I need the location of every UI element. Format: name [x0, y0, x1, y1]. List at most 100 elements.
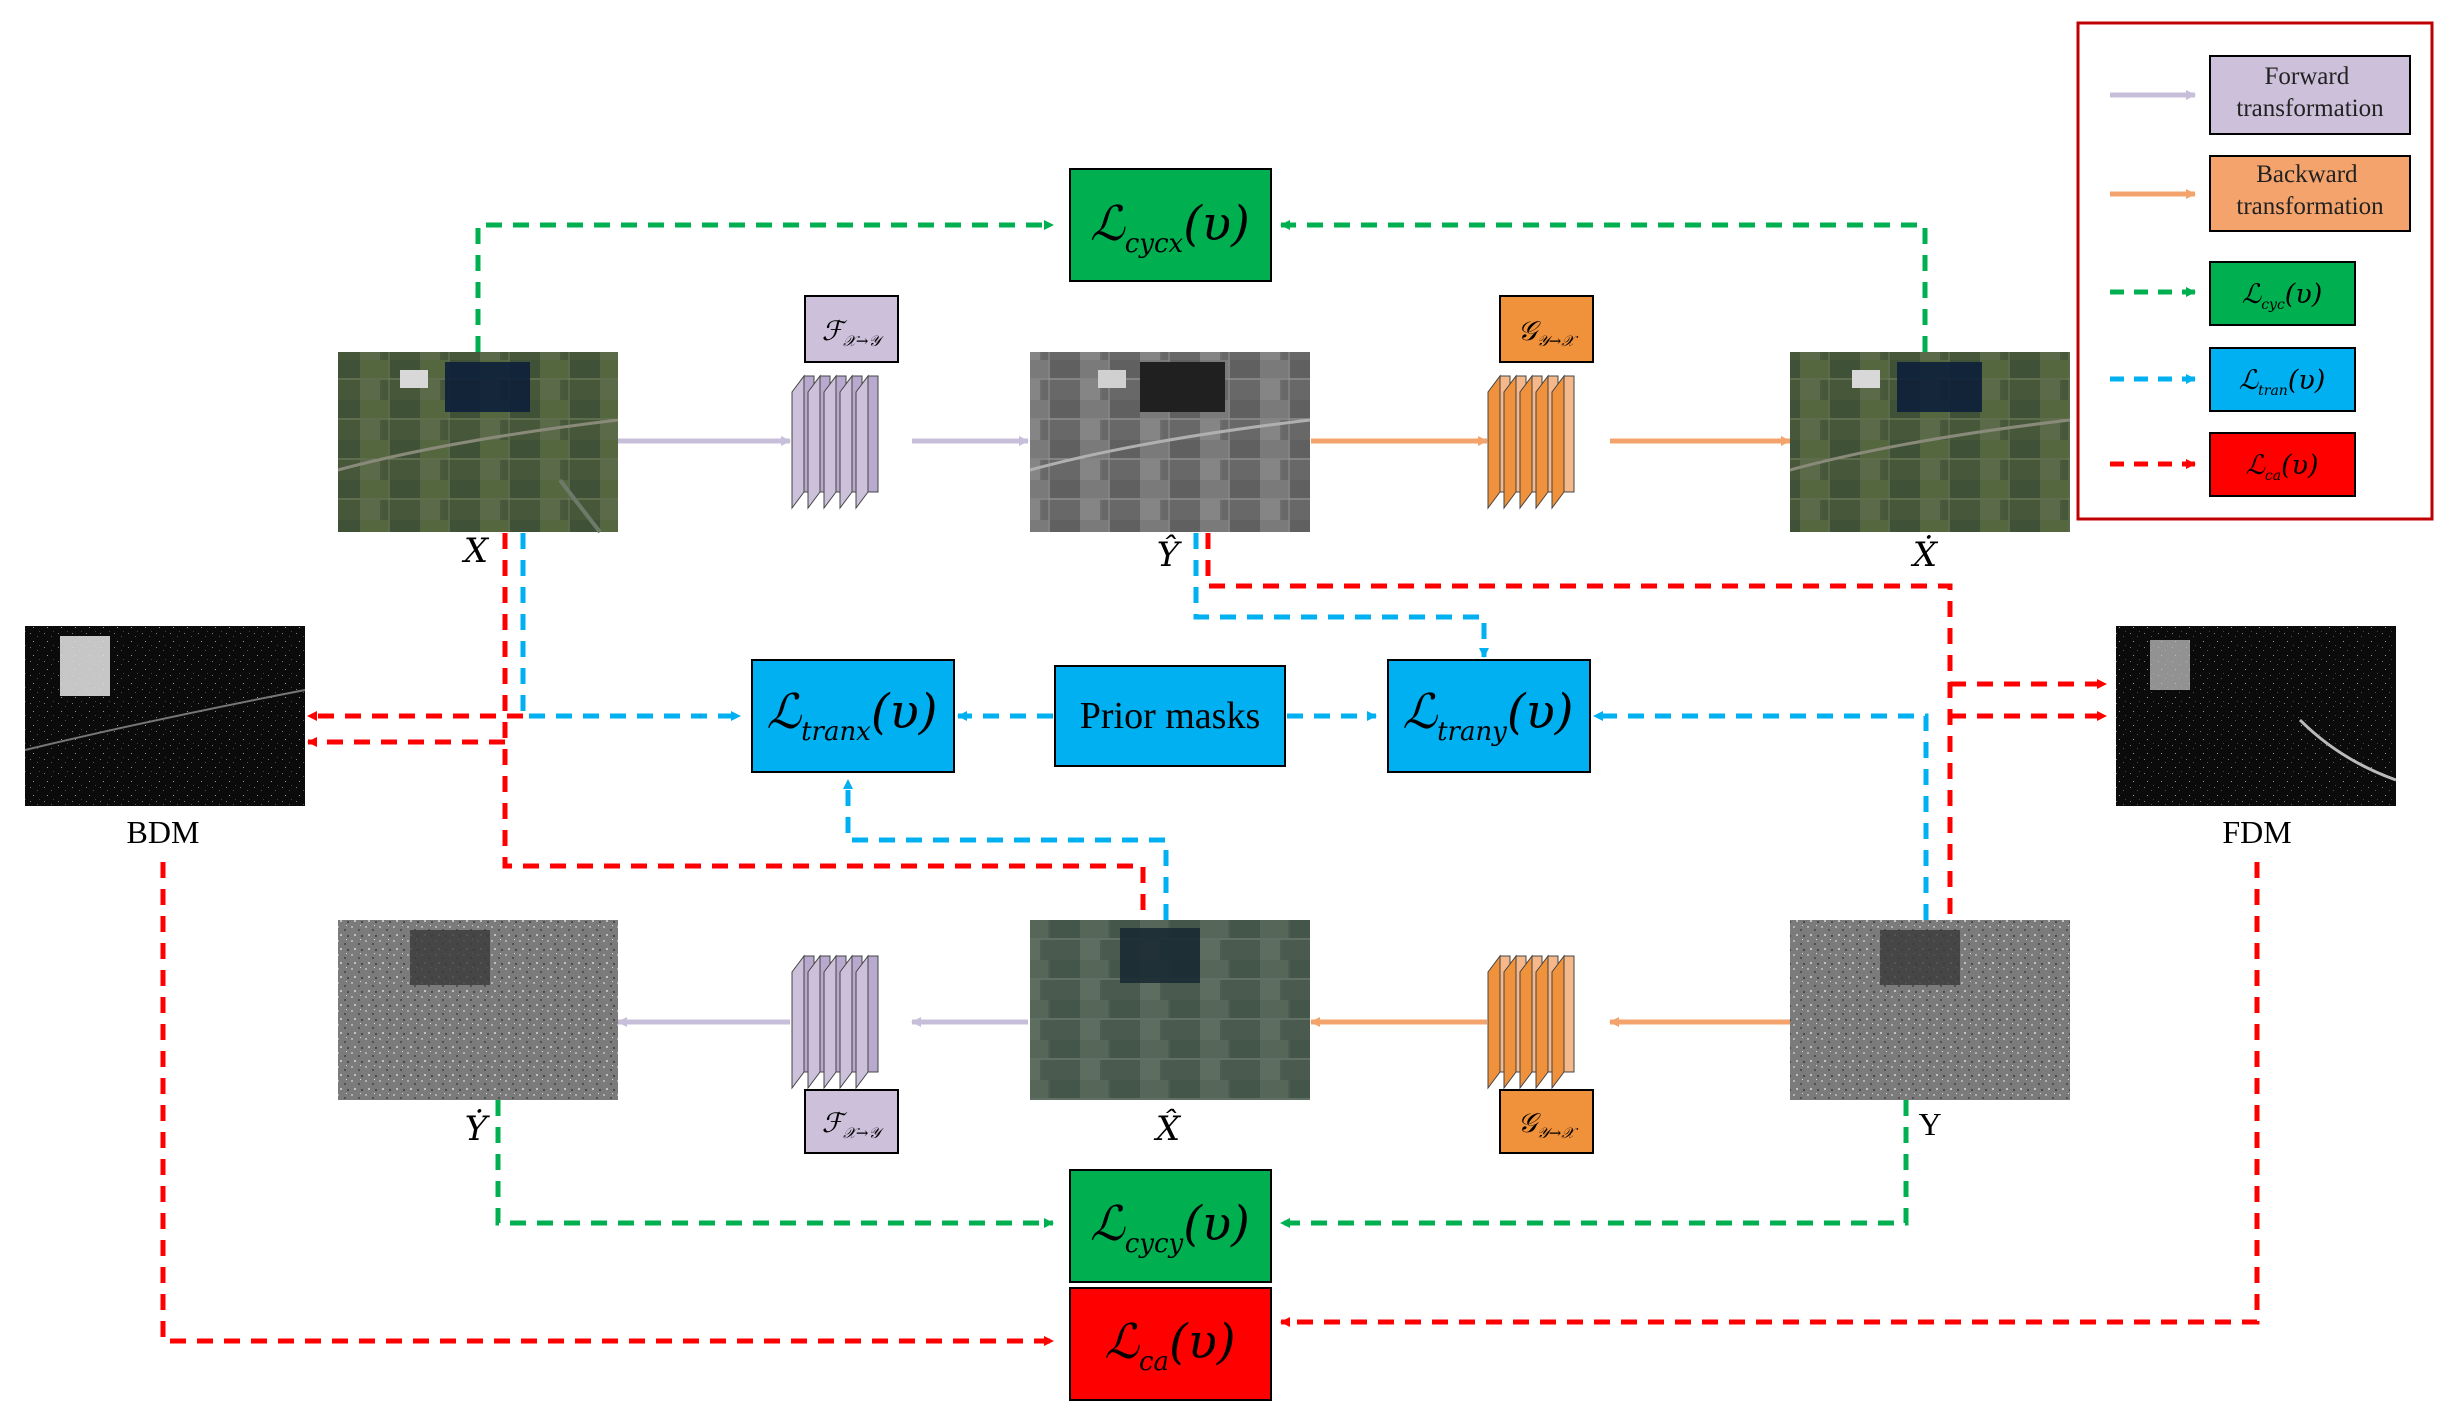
image-labels-upright: BDM FDM Y: [127, 814, 2292, 1142]
G-label-bottom: 𝒢𝒴→𝒳: [1518, 1108, 1579, 1142]
image-labels: X Ŷ Ẋ Ẏ X̂: [461, 531, 1939, 1149]
loss-cycx-base: ℒ: [1090, 196, 1126, 252]
trany-connector-from-y: [1593, 711, 1929, 920]
legend-tran-label: ℒtran(υ): [2239, 365, 2326, 399]
legend-cyc-box: [2209, 261, 2356, 326]
loss-ca-arg: (υ): [1169, 1314, 1236, 1370]
G-sub-bottom: 𝒴→𝒳: [1537, 1124, 1578, 1142]
network-layer: [855, 374, 879, 510]
legend-backward-line1: Backward: [2256, 161, 2358, 188]
loss-ca: ℒca(υ): [1069, 1287, 1272, 1401]
legend-forward-label: Forward transformation: [2236, 63, 2384, 122]
legend-cyc-base: ℒ: [2242, 279, 2262, 310]
image-Y-dot: [338, 920, 618, 1100]
backward-network-top: [1487, 374, 1575, 510]
legend-cyc-label: ℒcyc(υ): [2242, 279, 2323, 313]
prior-masks-label: Prior masks: [1080, 695, 1261, 737]
network-layer: [1551, 954, 1575, 1090]
image-X: [337, 352, 619, 534]
legend-tran-arg: (υ): [2288, 365, 2325, 396]
legend-ca-label: ℒca(υ): [2245, 450, 2318, 484]
cycy-connector-left: [495, 1100, 1054, 1228]
G-label-box-bottom: [1499, 1089, 1594, 1154]
image-X-hat: [1030, 920, 1310, 1100]
G-sub-top: 𝒴→𝒳: [1537, 332, 1578, 350]
svg-text:ℒcycx(υ): ℒcycx(υ): [1090, 196, 1250, 259]
legend-ca-arg: (υ): [2281, 450, 2318, 481]
network-layer: [855, 954, 879, 1090]
loss-tranx: ℒtranx(υ): [751, 659, 955, 773]
F-sub-bottom: 𝒳→𝒴: [843, 1124, 884, 1142]
prior-masks: Prior masks: [1054, 665, 1286, 767]
network-layer: [1551, 374, 1575, 510]
loss-ca-base: ℒ: [1104, 1314, 1140, 1370]
label-Y-hat: Ŷ: [1157, 534, 1183, 575]
loss-tranx-base: ℒ: [766, 684, 802, 740]
ca-connector-fdm-to-ca: [1280, 862, 2260, 1327]
legend-backward-line2: transformation: [2236, 193, 2384, 220]
loss-trany-base: ℒ: [1402, 684, 1438, 740]
svg-text:ℒcycy(υ): ℒcycy(υ): [1090, 1196, 1250, 1259]
image-Y: [1790, 920, 2070, 1100]
image-FDM: [2116, 626, 2397, 806]
svg-text:ℒtrany(υ): ℒtrany(υ): [1402, 684, 1573, 747]
label-X-dot: Ẋ: [1910, 535, 1939, 575]
legend-border: [2076, 21, 2434, 521]
legend-forward-line2: transformation: [2236, 95, 2384, 122]
loss-trany-arg: (υ): [1507, 684, 1574, 740]
legend-cyc-arg: (υ): [2285, 279, 2322, 310]
tranx-connector-from-x: [520, 533, 741, 721]
label-X-hat: X̂: [1153, 1108, 1182, 1149]
G-label-box-top: [1499, 295, 1594, 363]
image-X-dot: [1789, 352, 2071, 532]
label-Y-dot: Ẏ: [465, 1109, 491, 1149]
legend-forward-line1: Forward: [2265, 63, 2350, 90]
loss-trany-sub: trany: [1437, 717, 1507, 747]
legend-ca-box: [2209, 432, 2356, 497]
loss-cycy-sub: cycy: [1125, 1229, 1184, 1259]
loss-cycy-base: ℒ: [1090, 1196, 1126, 1252]
ca-connector-x-to-bdm: [502, 533, 1146, 920]
legend-tran-box: [2209, 347, 2356, 412]
loss-cycy-arg: (υ): [1183, 1196, 1250, 1252]
loss-cycx-arg: (υ): [1183, 196, 1250, 252]
svg-text:ℒtranx(υ): ℒtranx(υ): [766, 684, 937, 747]
transform-arrows: [617, 436, 1791, 1027]
image-BDM: [24, 626, 306, 806]
legend-ca-sub: ca: [2265, 468, 2281, 484]
legend-tran-sub: tran: [2258, 383, 2288, 399]
F-label-box-bottom: [804, 1089, 899, 1154]
loss-tranx-arg: (υ): [871, 684, 938, 740]
legend-ca-base: ℒ: [2245, 450, 2265, 481]
label-Y: Y: [1918, 1106, 1941, 1142]
legend-backward-label: Backward transformation: [2236, 161, 2384, 220]
F-label-box-top: [804, 295, 899, 363]
legend-forward-box: [2209, 55, 2411, 135]
loss-ca-sub: ca: [1139, 1347, 1169, 1377]
backward-network-bottom: [1487, 954, 1575, 1090]
legend-cyc-sub: cyc: [2261, 297, 2285, 313]
image-Y-hat: [1029, 352, 1311, 532]
label-BDM: BDM: [127, 814, 200, 850]
tranx-connector-from-xhat: [843, 779, 1169, 920]
loss-cycx: ℒcycx(υ): [1069, 168, 1272, 282]
connectors: [160, 220, 2260, 1346]
legend-tran-base: ℒ: [2239, 365, 2259, 396]
cycx-connector-left: [475, 220, 1054, 352]
forward-network-bottom: [791, 954, 879, 1090]
forward-network-top: [791, 374, 879, 510]
loss-cycx-sub: cycx: [1125, 229, 1184, 259]
legend-backward-box: [2209, 155, 2411, 232]
loss-tranx-sub: tranx: [801, 717, 871, 747]
F-sub-top: 𝒳→𝒴: [843, 332, 884, 350]
network-labels: ℱ𝒳→𝒴 𝒢𝒴→𝒳 ℱ𝒳→𝒴 𝒢𝒴→𝒳: [804, 295, 1594, 1154]
loss-cycy: ℒcycy(υ): [1069, 1169, 1272, 1283]
label-X: X: [461, 531, 490, 571]
loss-trany: ℒtrany(υ): [1387, 659, 1591, 773]
trany-connector-from-yhat: [1193, 533, 1489, 658]
cycx-connector-right: [1280, 220, 1928, 352]
cycy-connector-right: [1280, 1100, 1909, 1228]
svg-text:ℒca(υ): ℒca(υ): [1104, 1314, 1235, 1377]
label-FDM: FDM: [2222, 814, 2291, 850]
